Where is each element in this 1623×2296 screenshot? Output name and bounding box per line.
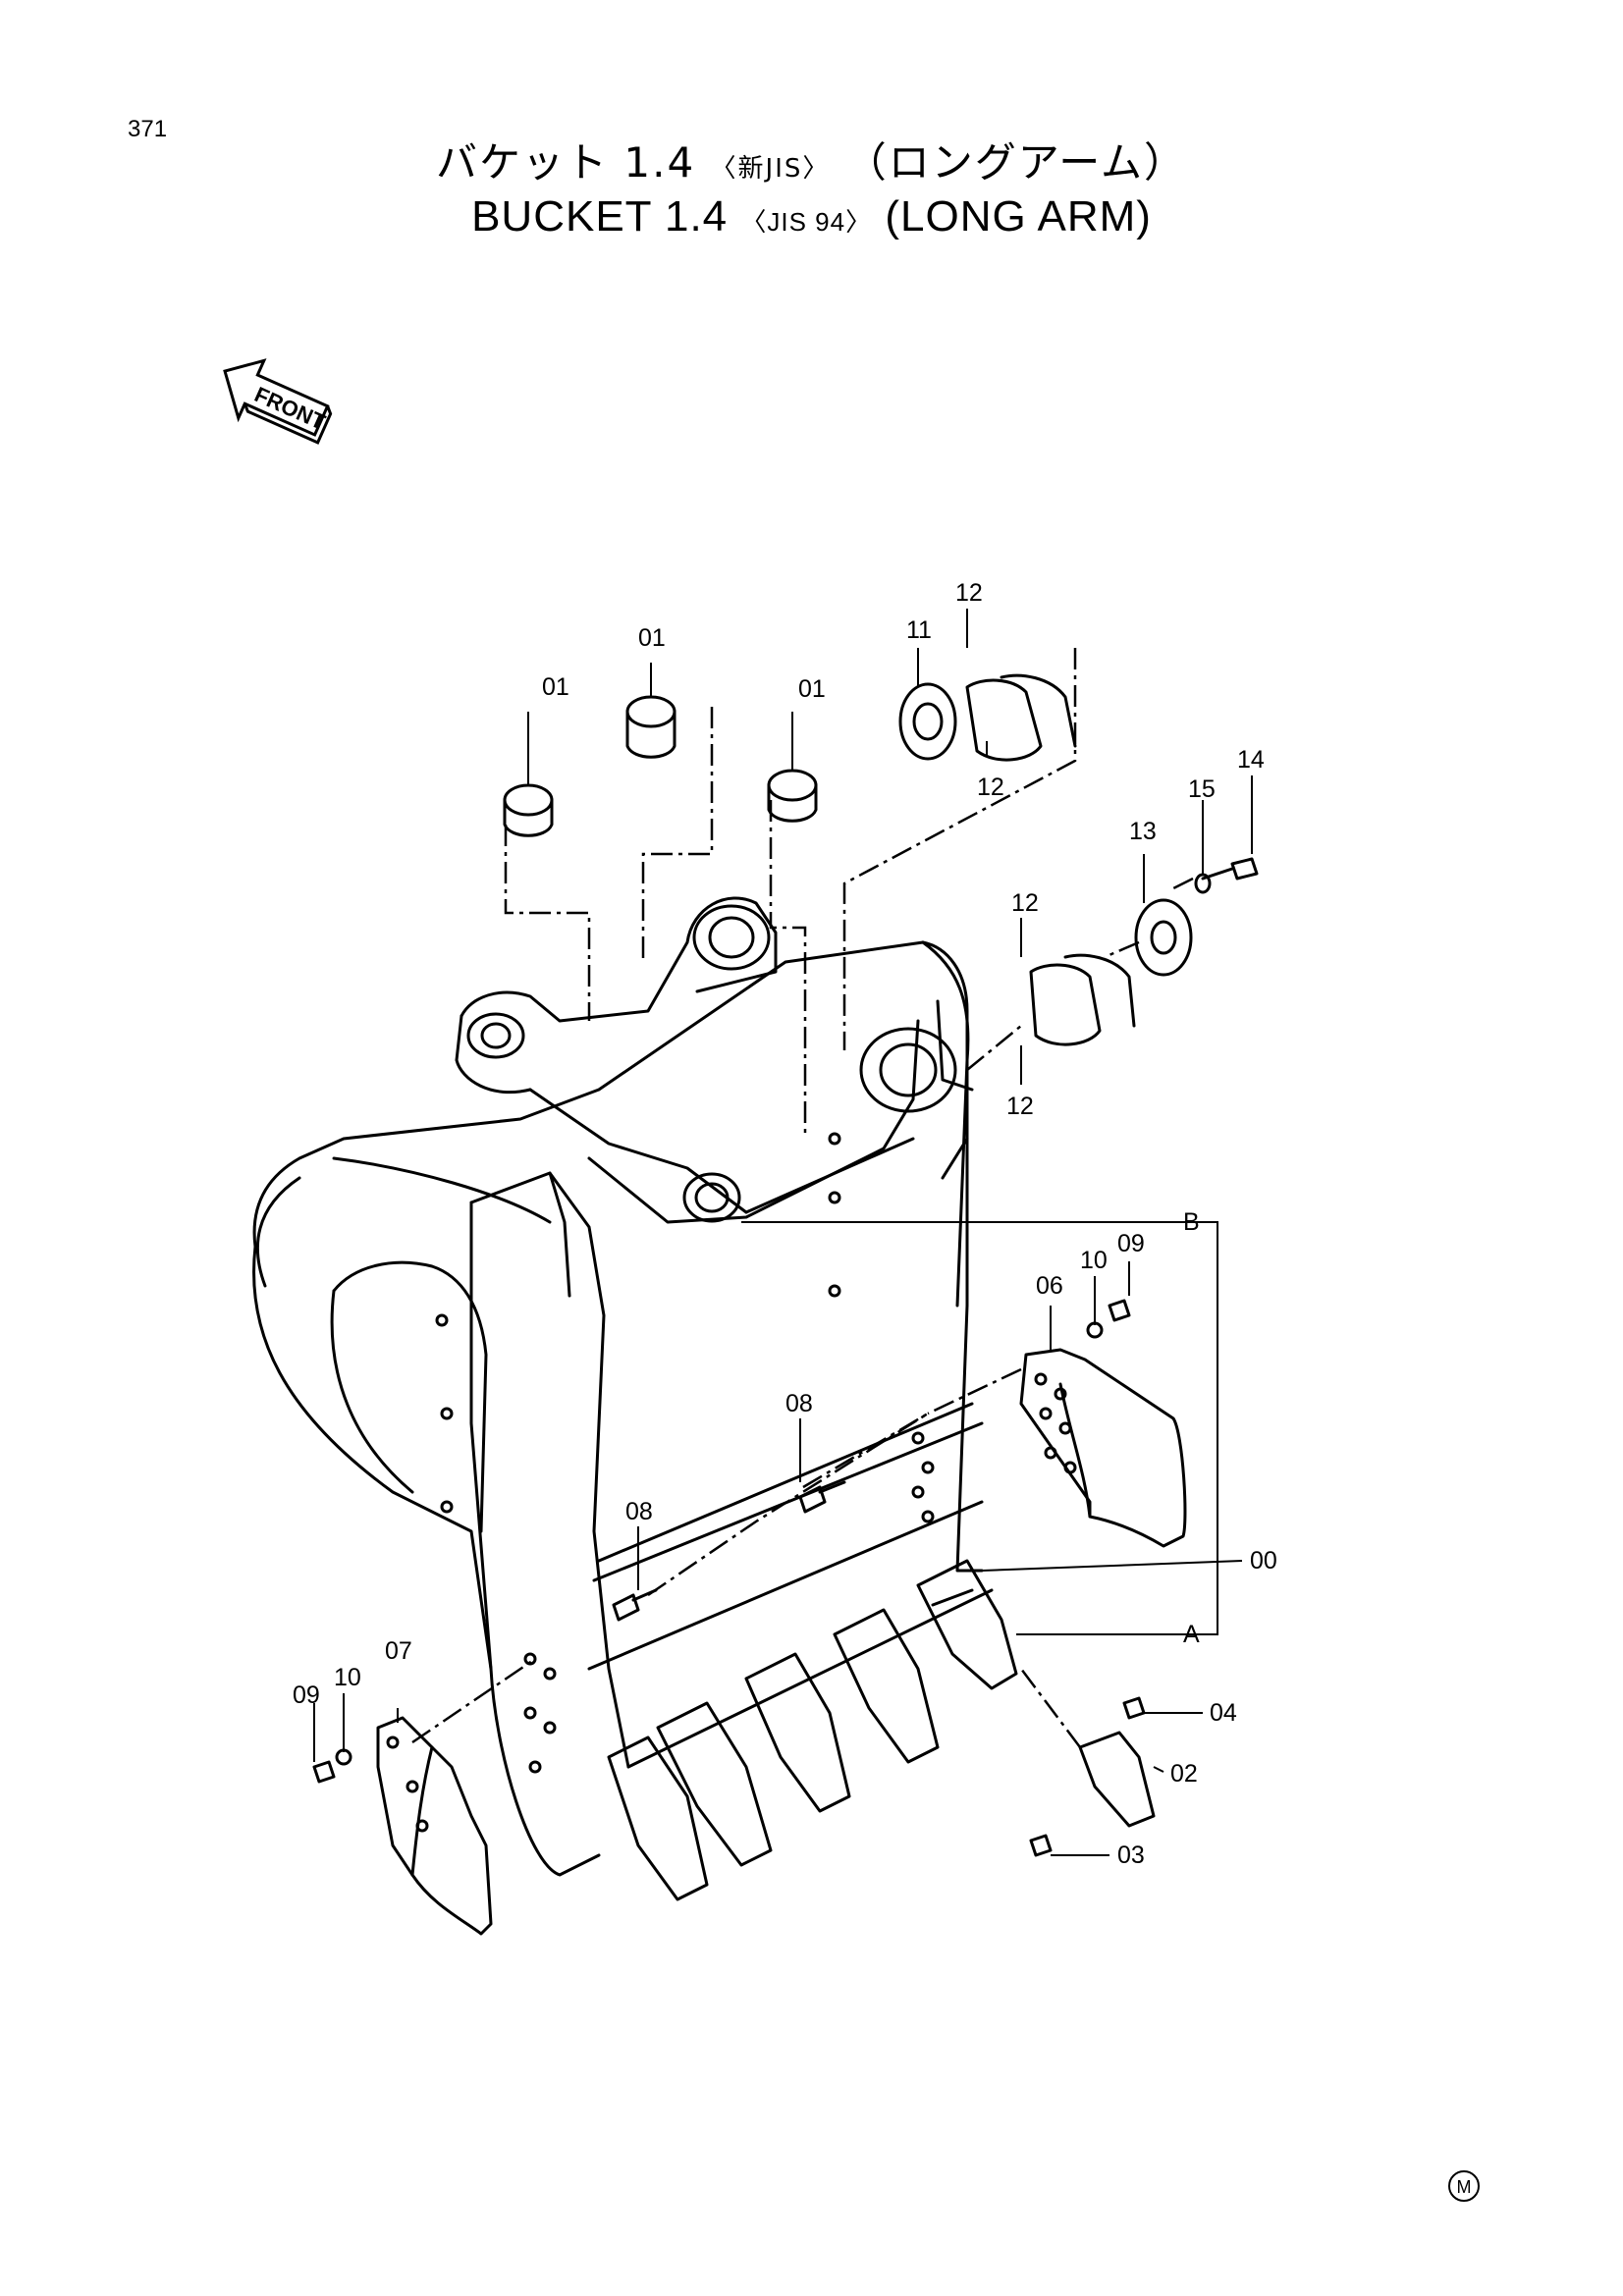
footer-mark: M — [1457, 2177, 1472, 2197]
title-english: BUCKET 1.4 〈JIS 94〉 (LONG ARM) — [0, 192, 1623, 241]
callout-01-middle: 01 — [638, 624, 666, 652]
callout-13: 13 — [1129, 818, 1157, 845]
front-arrow-icon: FRONT — [223, 358, 333, 445]
callout-labels: 01 01 01 11 12 12 12 12 13 14 15 B 00 A … — [293, 579, 1277, 1869]
callout-10-right: 10 — [1080, 1247, 1108, 1274]
callout-09-right: 09 — [1117, 1230, 1145, 1257]
side-cutter-right — [1019, 1299, 1187, 1548]
callout-A: A — [1183, 1621, 1200, 1648]
callout-12-bottom: 12 — [1006, 1093, 1034, 1120]
callout-leaders — [313, 609, 1253, 1856]
callout-08-upper: 08 — [785, 1390, 813, 1417]
callout-09-left: 09 — [293, 1682, 320, 1709]
callout-01-left: 01 — [542, 673, 569, 701]
m-mark-icon: M — [1448, 2170, 1480, 2202]
tooth-parts — [1029, 1696, 1156, 1857]
callout-12-bottom-upper: 12 — [1011, 889, 1039, 917]
page-number: 371 — [128, 116, 168, 142]
title-en-arm: (LONG ARM) — [885, 192, 1152, 240]
callout-14: 14 — [1237, 746, 1265, 774]
shim-parts — [898, 673, 1193, 1046]
callout-10-left: 10 — [334, 1664, 361, 1691]
callout-00: 00 — [1250, 1547, 1277, 1575]
callout-08-lower: 08 — [625, 1498, 653, 1525]
callout-02: 02 — [1170, 1760, 1198, 1788]
exploded-lines — [411, 648, 1194, 1748]
callout-15: 15 — [1188, 775, 1216, 803]
callout-01-right: 01 — [798, 675, 826, 703]
callout-12-top: 12 — [955, 579, 983, 607]
bolt-washer-parts — [1194, 857, 1259, 894]
side-cutter-left — [312, 1716, 493, 1936]
title-jp-arm: （ロングアーム） — [844, 138, 1187, 187]
title-en-standard: 〈JIS 94〉 — [740, 207, 873, 237]
title-en-main: BUCKET 1.4 — [471, 192, 729, 240]
bushing-parts — [503, 695, 818, 837]
callout-03: 03 — [1117, 1842, 1145, 1869]
callout-12-top-lower: 12 — [977, 774, 1004, 801]
title-jp-standard: 〈新JIS〉 — [710, 154, 831, 184]
callout-B: B — [1183, 1208, 1200, 1236]
callout-04: 04 — [1210, 1699, 1237, 1727]
callout-07: 07 — [385, 1637, 412, 1665]
callout-06: 06 — [1036, 1272, 1063, 1300]
callout-11: 11 — [906, 616, 932, 644]
title-japanese: バケット 1.4 〈新JIS〉 （ロングアーム） — [0, 130, 1623, 189]
bucket-teeth — [607, 1559, 1018, 1901]
title-jp-main: バケット 1.4 — [436, 138, 696, 187]
bucket-body — [252, 896, 994, 1877]
